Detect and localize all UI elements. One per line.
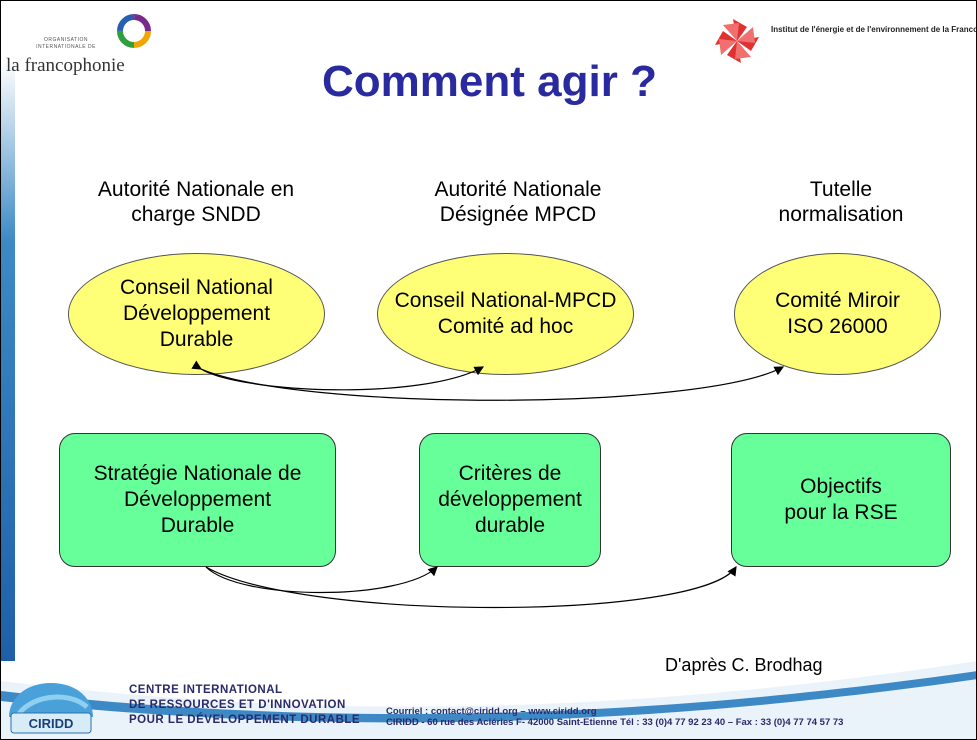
ellipse-conseil-national-dd: Conseil National Développement Durable [68,253,325,375]
left-decorative-stripe [1,61,15,661]
ellipse-comite-miroir: Comité Miroir ISO 26000 [734,253,941,375]
ciridd-logo: CIRIDD [7,677,95,739]
footer-org-name: CENTRE INTERNATIONAL DE RESSOURCES ET D'… [129,684,361,726]
box-criteres: Critères de développement durable [419,433,601,567]
footer-contact: Courriel : contact@ciridd.org – www.ciri… [386,706,844,728]
slide-title: Comment agir ? [322,57,657,106]
iepf-logo-text: Institut de l'énergie et de l'environnem… [771,25,977,34]
iepf-windmill-icon [715,19,759,63]
connector-box1-to-box2 [205,566,438,594]
footer-wave [1,661,976,739]
ellipse-conseil-national-mpcd: Conseil National-MPCD Comité ad hoc [377,253,634,375]
credit-text: D'après C. Brodhag [665,655,823,675]
francophonie-ring-icon [117,14,151,48]
logo-small-text: ORGANISATION INTERNATIONALE DE [36,37,96,50]
logo-name: la francophonie [6,55,125,76]
box-objectifs-rse: Objectifs pour la RSE [731,433,951,567]
box-strategie-nationale: Stratégie Nationale de Développement Dur… [59,433,336,567]
ciridd-globe-icon: CIRIDD [9,683,93,734]
ciridd-logo-text: CIRIDD [29,716,74,731]
heading-col-1: Autorité Nationale en charge SNDD [97,178,295,226]
heading-col-2: Autorité Nationale Désignée MPCD [434,178,602,226]
connector-box1-to-box3 [205,565,737,609]
francophonie-logo: ORGANISATION INTERNATIONALE DE la franco… [6,11,171,76]
heading-col-3: Tutelle normalisation [778,178,904,226]
iepf-logo: Institut de l'énergie et de l'environnem… [709,17,977,67]
